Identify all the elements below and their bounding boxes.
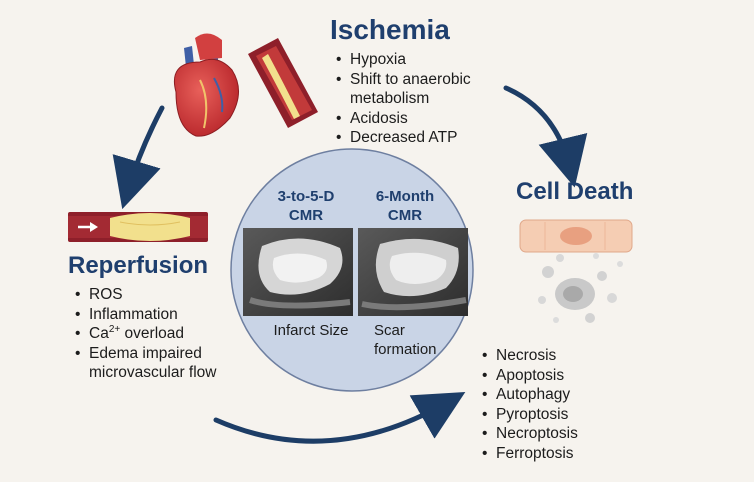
reperfusion-vessel-icon xyxy=(68,212,208,242)
list-item: Apoptosis xyxy=(482,366,622,386)
list-item: Ferroptosis xyxy=(482,444,622,464)
list-item: Hypoxia xyxy=(336,50,496,70)
cmr-image-3to5d xyxy=(243,228,353,316)
list-item: ROS xyxy=(75,285,220,305)
cmr-3to5d-heading: 3-to-5-D CMR xyxy=(262,187,350,225)
calcium-charge: 2+ xyxy=(108,323,121,335)
list-item: Decreased ATP xyxy=(336,128,496,148)
list-item-calcium: Ca2+ overload xyxy=(75,324,220,344)
cmr-6month-heading-line1: 6-Month xyxy=(375,188,435,205)
cmr-image-6month xyxy=(358,228,468,316)
cmr-3to5d-heading-line1: 3-to-5-D xyxy=(277,188,335,205)
cell-death-list: Necrosis Apoptosis Autophagy Pyroptosis … xyxy=(482,346,622,463)
list-item: Inflammation xyxy=(75,305,220,325)
cmr-6month-heading: 6-Month CMR xyxy=(365,187,445,225)
list-item: Necroptosis xyxy=(482,424,622,444)
arrow-ischemia-to-celldeath xyxy=(503,85,588,188)
dying-cell-icon xyxy=(538,253,623,323)
list-item: Autophagy xyxy=(482,385,622,405)
list-item: Shift to anaerobic metabolism xyxy=(336,70,496,109)
heart-icon xyxy=(174,33,239,137)
list-item: Necrosis xyxy=(482,346,622,366)
cmr-6month-heading-line2: CMR xyxy=(387,207,423,224)
list-item: Acidosis xyxy=(336,109,496,129)
overload-label: overload xyxy=(124,325,185,342)
arrow-reperfusion-to-celldeath xyxy=(213,392,466,444)
arrow-heart-to-reperfusion xyxy=(112,105,165,210)
scar-formation-caption: Scar formation xyxy=(374,322,437,358)
list-item: Pyroptosis xyxy=(482,405,622,425)
ischemia-title: Ischemia xyxy=(330,14,450,45)
infarct-size-caption: Infarct Size xyxy=(273,322,349,339)
cell-icon xyxy=(519,219,633,253)
reperfusion-title: Reperfusion xyxy=(68,252,209,279)
ischemia-list: Hypoxia Shift to anaerobic metabolism Ac… xyxy=(336,50,496,148)
calcium-label: Ca xyxy=(89,325,109,342)
list-item: Edema impaired microvascular flow xyxy=(75,344,220,383)
cmr-3to5d-heading-line2: CMR xyxy=(288,207,324,224)
artery-plaque-icon xyxy=(248,38,318,128)
reperfusion-list: ROS Inflammation Ca2+ overload Edema imp… xyxy=(75,285,220,383)
cell-death-title: Cell Death xyxy=(516,178,634,205)
